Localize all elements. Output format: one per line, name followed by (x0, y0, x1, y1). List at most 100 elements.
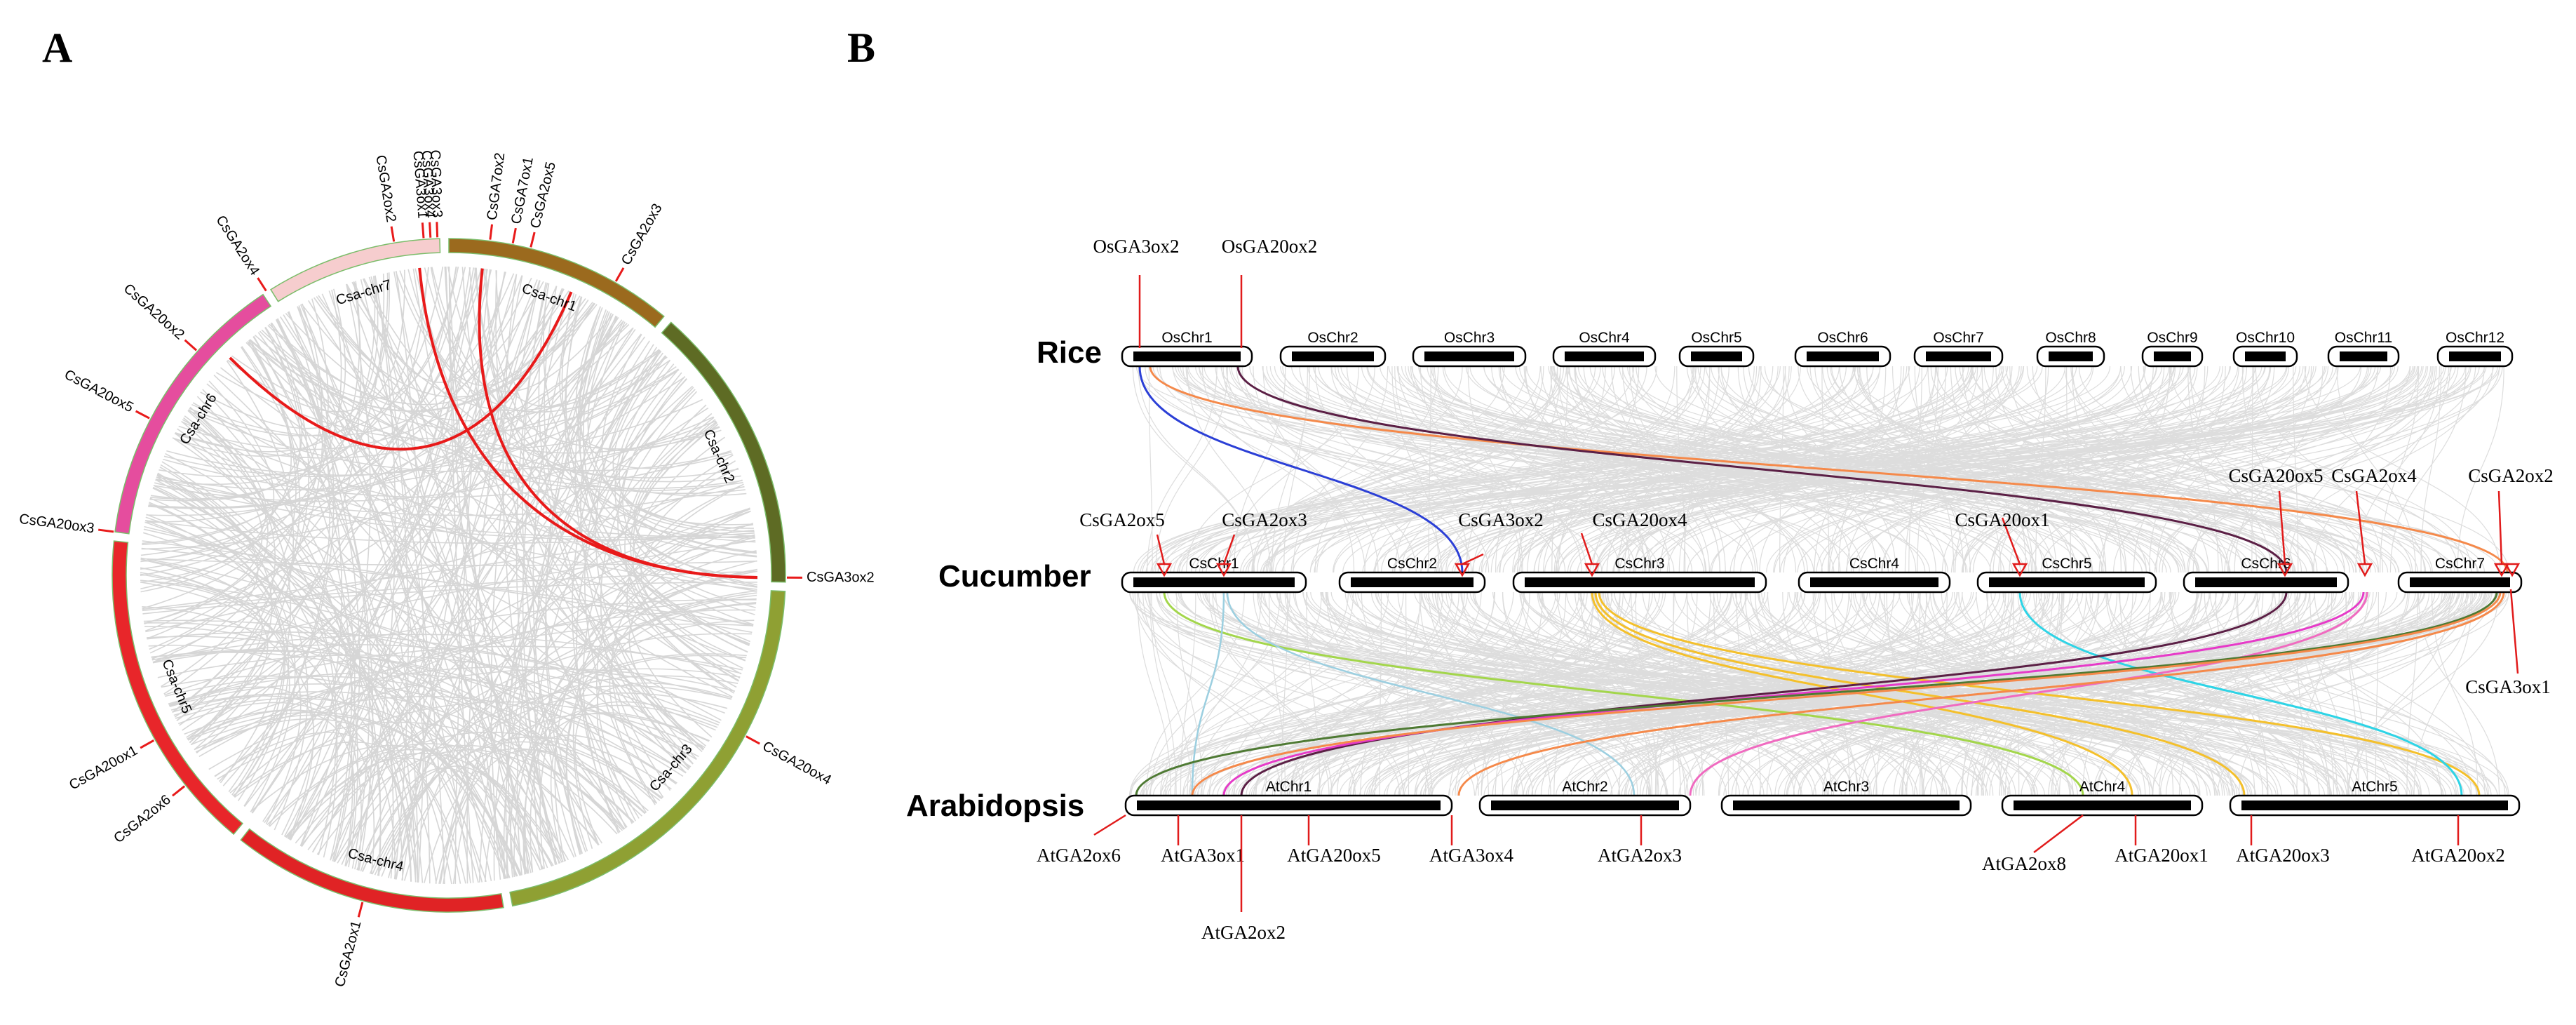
synteny-link (1163, 591, 2084, 796)
arabidopsis-chromosome-label: AtChr4 (2079, 779, 2126, 795)
gene-label: CsGA3ox2 (807, 570, 875, 586)
synteny-link (1591, 591, 2133, 796)
rice-chromosome-bar (1133, 351, 1241, 361)
gene-marker (2504, 563, 2521, 577)
gene-tick (614, 267, 625, 282)
rice-chromosome-label: OsChr11 (2335, 330, 2392, 346)
chromosome-segment-csa-chr1 (448, 238, 665, 328)
synteny-link (1138, 366, 1464, 573)
rice-chromosome-bar (2154, 351, 2191, 361)
rice-chromosome-bar (1926, 351, 1991, 361)
cucumber-chromosome-label: CsChr6 (2241, 556, 2291, 572)
gene-tick (530, 232, 536, 248)
gene-label: OsGA3ox2 (1093, 236, 1179, 257)
rice-chromosome-label: OsChr10 (2236, 330, 2295, 346)
arabidopsis-chromosome-bar (2014, 800, 2191, 810)
gene-tick (436, 222, 439, 238)
gene-label: CsGA2ox5 (1079, 509, 1165, 530)
rice-chromosome-bar (1807, 351, 1879, 361)
synteny-link (1191, 591, 2502, 796)
chromosome-segment-csa-chr3 (509, 590, 786, 907)
cucumber-chromosome-bar (1133, 577, 1295, 587)
gene-label: CsGA3ox3 (427, 149, 445, 217)
synteny-colored-links (1135, 366, 2509, 796)
arabidopsis-chromosome-label: AtChr3 (1823, 779, 1869, 795)
cucumber-chromosome-bar (1351, 577, 1474, 587)
synteny-link (1457, 591, 2505, 796)
gene-marker (2356, 563, 2373, 577)
gene-tick (421, 222, 425, 239)
gene-label: AtGA20ox5 (1287, 845, 1381, 866)
gene-pointer (1093, 814, 1126, 836)
gene-label: CsGA2ox6 (111, 792, 173, 847)
chromosome-label: Csa-chr6 (177, 391, 220, 447)
gene-label: CsGA20ox4 (760, 739, 834, 789)
gene-label: CsGA7ox2 (485, 152, 508, 221)
chromosome-segment-csa-chr2 (661, 321, 786, 583)
synteny-link (1149, 366, 2509, 573)
gene-tick (140, 739, 155, 749)
gene-label: CsGA20ox1 (1955, 509, 2049, 530)
rice-chromosome-label: OsChr4 (1579, 330, 1630, 346)
rice-chromosome-label: OsChr8 (2045, 330, 2096, 346)
gene-label: CsGA2ox3 (619, 201, 666, 268)
rice-chromosome-bar (1691, 351, 1742, 361)
rice-chromosome-bar (2340, 351, 2387, 361)
arabidopsis-chromosome-label: AtChr2 (1562, 779, 1607, 795)
rice-chromosome-bar (1424, 351, 1514, 361)
chromosome-segment-csa-chr5 (112, 540, 243, 836)
species-label-rice: Rice (1037, 335, 1102, 370)
rice-chromosome-bar (1292, 351, 1374, 361)
gene-tick (357, 902, 364, 918)
cucumber-chromosome-label: CsChr1 (1189, 556, 1239, 572)
arabidopsis-chromosome-bar (1137, 800, 1441, 810)
synteny-link (1222, 591, 2365, 796)
synteny-link (2018, 591, 2463, 796)
rice-chromosome-label: OsChr5 (1691, 330, 1741, 346)
rice-chromosome-label: OsChr12 (2446, 330, 2504, 346)
gene-tick (184, 339, 198, 351)
rice-chromosome-label: OsChr1 (1161, 330, 1212, 346)
gene-tick (257, 277, 267, 292)
gene-pointer (2033, 815, 2084, 853)
rice-chromosome-label: OsChr9 (2147, 330, 2197, 346)
gene-label: CsGA2ox2 (372, 154, 398, 223)
synteny-link (1598, 591, 2481, 796)
rice-chromosome-bar (2245, 351, 2286, 361)
gene-label: CsGA20ox5 (62, 367, 136, 416)
panel-a-letter: A (42, 25, 72, 71)
arabidopsis-chromosome-bar (2241, 800, 2508, 810)
gene-label: AtGA2ox6 (1037, 845, 1121, 866)
gene-tick (746, 735, 760, 745)
gene-tick (511, 227, 517, 243)
synteny-link (1226, 591, 1636, 796)
cucumber-chromosome-bar (1810, 577, 1938, 587)
arabidopsis-chromosome-label: AtChr5 (2352, 779, 2397, 795)
gene-label: CsGA2ox4 (2331, 465, 2417, 486)
gene-pointer (2001, 517, 2021, 565)
gene-label: AtGA3ox4 (1429, 845, 1513, 866)
circos-red-link (229, 291, 573, 451)
rice-chromosome-bar (2449, 351, 2501, 361)
species-label-arabidopsis: Arabidopsis (906, 789, 1084, 823)
gene-tick (390, 226, 396, 242)
gene-label: AtGA3ox1 (1161, 845, 1245, 866)
cucumber-chromosome-bar (1525, 577, 1755, 587)
cucumber-chromosome-bar (2195, 577, 2337, 587)
arabidopsis-chromosome-bar (1733, 800, 1960, 810)
gene-label: CsGA20ox4 (1592, 509, 1687, 530)
synteny-link (1236, 366, 2288, 573)
circos-grey-links (140, 266, 758, 885)
gene-label: CsGA2ox2 (2468, 465, 2554, 486)
cucumber-chromosome-label: CsChr3 (1614, 556, 1664, 572)
arabidopsis-chromosome-label: AtChr1 (1266, 779, 1311, 795)
rice-chromosome-bar (2049, 351, 2093, 361)
chromosome-segment-csa-chr4 (240, 828, 504, 913)
cucumber-chromosome-label: CsChr2 (1387, 556, 1437, 572)
gene-label: AtGA2ox8 (1982, 853, 2066, 874)
panel-b-letter: B (847, 25, 875, 71)
